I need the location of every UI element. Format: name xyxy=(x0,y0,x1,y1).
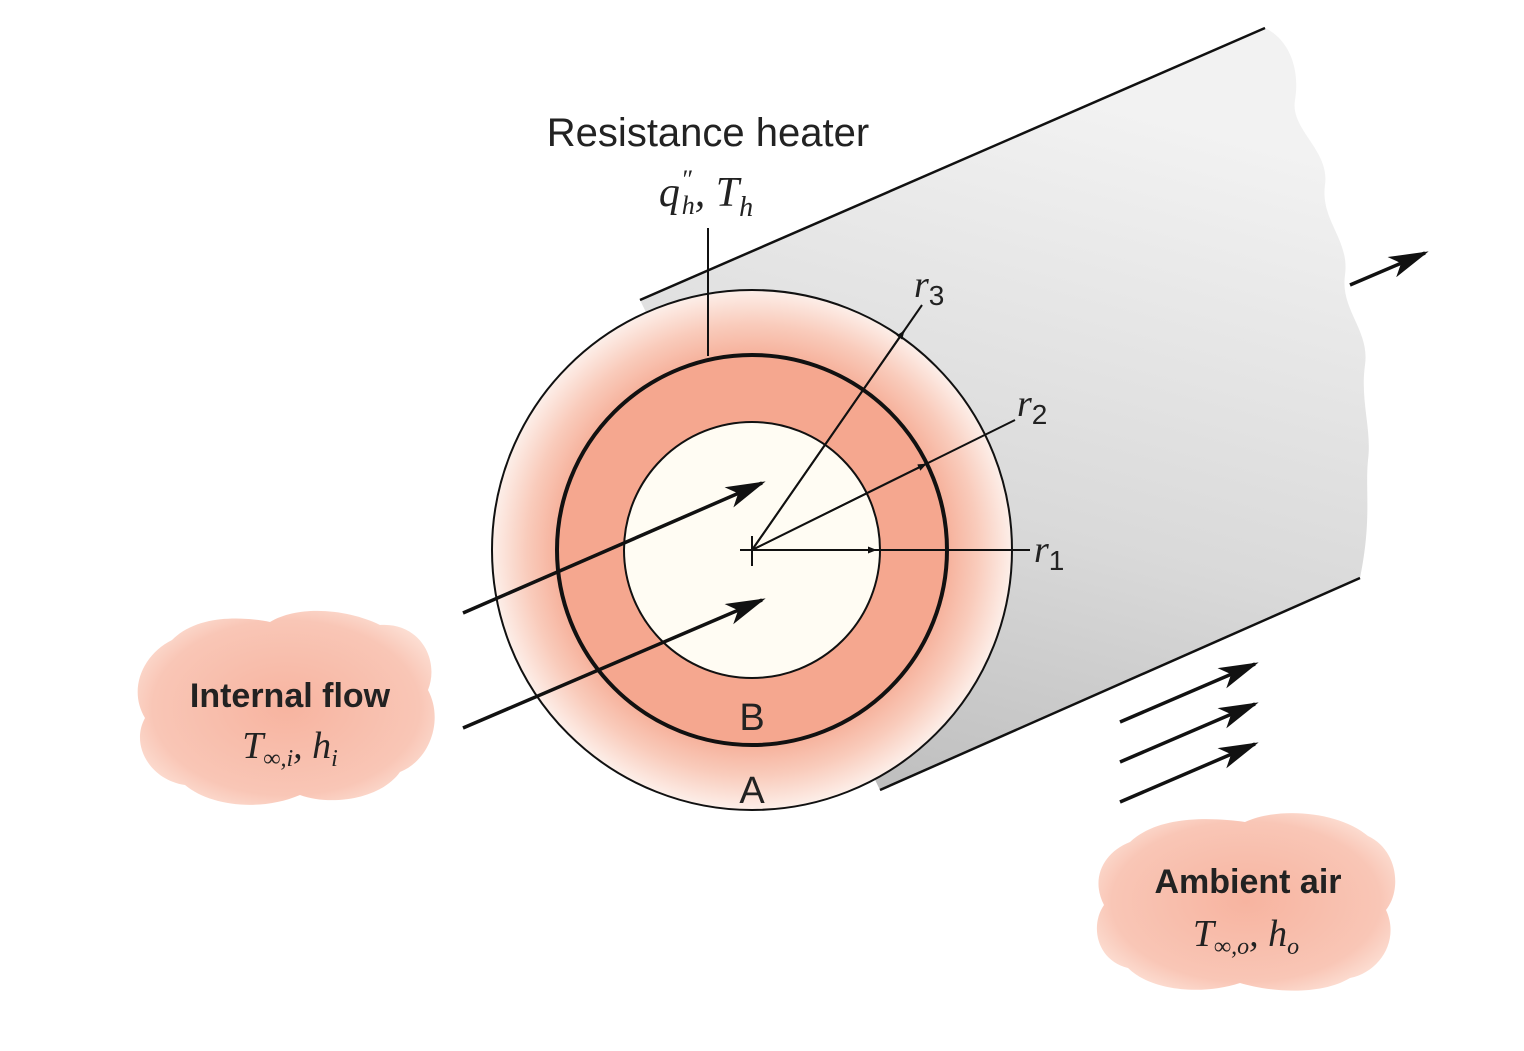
outflow-arrow xyxy=(1349,251,1429,287)
internal-flow-arrow-2 xyxy=(462,598,766,730)
ambient-air-title: Ambient air xyxy=(1154,863,1341,901)
internal-flow-title: Internal flow xyxy=(190,677,391,715)
layer-a-label: A xyxy=(739,770,765,812)
radius-r2-arrow xyxy=(751,463,927,551)
internal-flow-params: T∞,i, hi xyxy=(242,725,338,772)
ambient-air-cloud xyxy=(1096,813,1396,991)
ambient-air-params: T∞,o, ho xyxy=(1193,913,1299,960)
ambient-arrow-2 xyxy=(1119,702,1259,764)
internal-flow-cloud xyxy=(137,610,435,805)
radius-r1-label: r1 xyxy=(1034,529,1064,576)
ambient-arrow-3 xyxy=(1119,742,1259,804)
internal-flow-arrow-1 xyxy=(462,481,766,615)
tube-top-edge xyxy=(639,26,1266,302)
heater-title: Resistance heater xyxy=(547,111,869,155)
radius-r2-label: r2 xyxy=(1017,383,1047,430)
layer-b-label: B xyxy=(739,697,764,739)
tube-bottom-edge xyxy=(879,576,1361,792)
radius-r3-label: r3 xyxy=(914,264,944,311)
radius-r3-arrow xyxy=(751,330,905,551)
ambient-arrow-1 xyxy=(1119,662,1259,724)
heater-params: q″h, Th xyxy=(659,165,753,223)
